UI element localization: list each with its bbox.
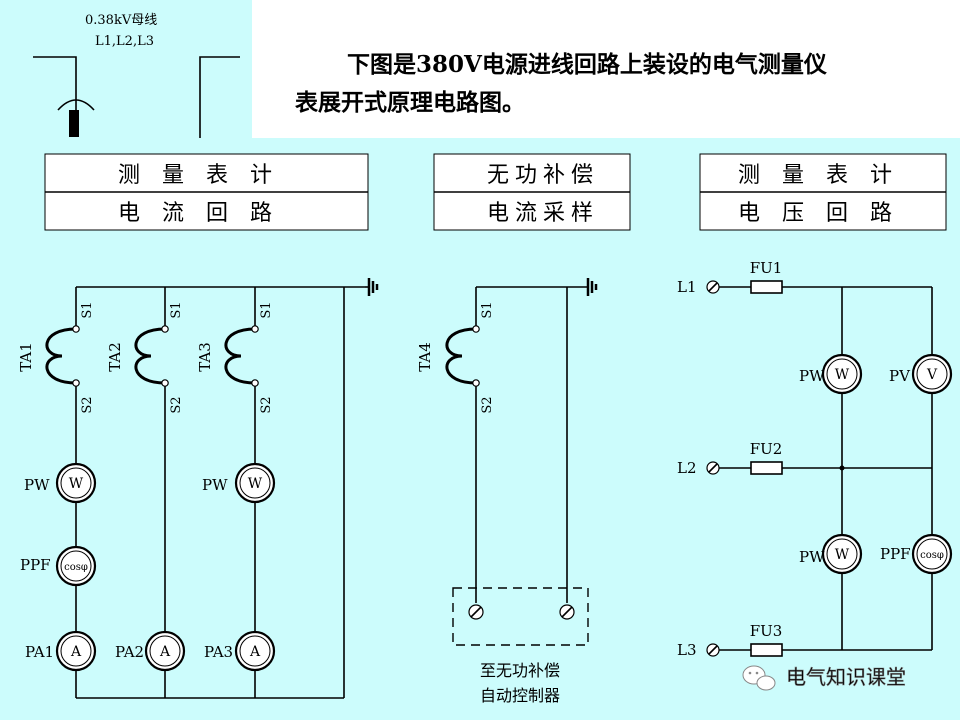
wattmeter-lower-label: PW <box>799 548 825 566</box>
ct-ta1-s2-label: S2 <box>80 396 95 413</box>
fuse-fu2-label: FU2 <box>750 440 783 458</box>
ppf-2-label: PPF <box>880 545 911 563</box>
ammeter-pa2: A <box>144 630 186 672</box>
ammeter-pa1-label: PA1 <box>25 643 54 661</box>
description-line-1: 下图是380V电源进线回路上装设的电气测量仪 <box>347 51 827 78</box>
description-panel <box>252 0 960 138</box>
voltmeter-pv: V <box>911 353 953 395</box>
wattmeter-lower-symbol: W <box>835 547 850 563</box>
ct-ta2-s2-label: S2 <box>169 396 184 413</box>
ppf-2-symbol: cosφ <box>920 550 944 561</box>
controller-label-line2: 自动控制器 <box>480 686 560 705</box>
description-text: 下图是380V电源进线回路上装设的电气测量仪 表展开式原理电路图。 <box>295 46 935 122</box>
wattmeter-pw-lower: W <box>821 533 863 575</box>
current-transformer-ta4 <box>445 325 480 387</box>
wattmeter-upper-label: PW <box>799 367 825 385</box>
ammeter-3-symbol: A <box>249 644 261 660</box>
header-box-metering-current: 测量表计 电流回路 <box>44 153 369 231</box>
phase-l2-label: L2 <box>677 459 697 477</box>
header-metering-current-line1: 测量表计 <box>118 163 294 188</box>
power-factor-meter-ppf-2: cosφ <box>911 533 953 575</box>
fuse-fu3 <box>750 643 783 657</box>
current-transformer-ta3 <box>224 313 259 397</box>
fuse-fu1 <box>750 280 783 294</box>
header-metering-voltage-line1: 测量表计 <box>738 163 914 188</box>
phase-l1-label: L1 <box>677 278 697 296</box>
ct-ta4-s2-label: S2 <box>480 396 495 413</box>
header-metering-current-line2: 电流回路 <box>118 201 294 226</box>
ammeter-pa3-label: PA3 <box>204 643 233 661</box>
header-box-metering-voltage: 测量表计 电压回路 <box>699 153 947 231</box>
wattmeter-1-label: PW <box>24 476 50 494</box>
fuse-fu3-label: FU3 <box>750 622 783 640</box>
phase-terminal-l3 <box>706 643 720 657</box>
header-reactive-line2: 电流采样 <box>487 201 599 226</box>
voltage-circuit-wiring <box>719 286 933 651</box>
voltmeter-symbol: V <box>926 367 938 383</box>
voltmeter-label: PV <box>889 367 911 385</box>
current-transformer-ta1 <box>45 313 80 397</box>
ct-ta4-s1-label: S1 <box>480 301 495 318</box>
wattmeter-3-symbol: W <box>248 476 263 492</box>
phase-terminal-l2 <box>706 461 720 475</box>
busbar-phase-label: L1,L2,L3 <box>95 34 154 49</box>
ct-label-ta3: TA3 <box>196 342 214 372</box>
wattmeter-pw-1: W <box>55 462 97 504</box>
ct-label-ta2: TA2 <box>106 342 124 372</box>
wattmeter-pw-upper: W <box>821 353 863 395</box>
header-reactive-line1: 无功补偿 <box>487 163 599 188</box>
controller-terminal-box <box>452 587 589 646</box>
ct-ta3-s1-label: S1 <box>259 301 274 318</box>
ammeter-pa3: A <box>234 630 276 672</box>
fuse-fu2 <box>750 461 783 475</box>
busbar-voltage-label: 0.38kV母线 <box>85 13 157 28</box>
ground-symbol-1 <box>365 278 379 296</box>
current-transformer-ta2 <box>134 313 169 397</box>
wattmeter-1-symbol: W <box>69 476 84 492</box>
ct-label-ta1: TA1 <box>17 342 35 372</box>
controller-label-line1: 至无功补偿 <box>480 661 560 680</box>
wechat-logo-icon <box>742 665 776 691</box>
ammeter-2-symbol: A <box>159 644 171 660</box>
ct-ta3-s2-label: S2 <box>259 396 274 413</box>
header-metering-voltage-line2: 电压回路 <box>738 201 914 226</box>
ppf-1-symbol: cosφ <box>64 562 88 573</box>
ammeter-pa1: A <box>55 630 97 672</box>
ct-ta1-s1-label: S1 <box>80 301 95 318</box>
description-line-2: 表展开式原理电路图。 <box>295 89 525 116</box>
ppf-1-label: PPF <box>20 556 51 574</box>
ammeter-pa2-label: PA2 <box>115 643 144 661</box>
power-factor-meter-ppf-1: cosφ <box>55 545 97 587</box>
wattmeter-3-label: PW <box>202 476 228 494</box>
fuse-fu1-label: FU1 <box>750 259 783 277</box>
header-box-reactive-sampling: 无功补偿 电流采样 <box>433 153 631 231</box>
watermark-text: 电气知识课堂 <box>786 665 906 689</box>
ammeter-1-symbol: A <box>70 644 82 660</box>
ct-ta2-s1-label: S1 <box>169 301 184 318</box>
busbar-symbol <box>33 56 240 138</box>
ct-label-ta4: TA4 <box>416 342 434 372</box>
wattmeter-pw-3: W <box>234 462 276 504</box>
reactive-circuit-wiring <box>475 286 588 603</box>
ground-symbol-2 <box>586 278 598 296</box>
phase-l3-label: L3 <box>677 641 697 659</box>
phase-terminal-l1 <box>706 280 720 294</box>
wattmeter-upper-symbol: W <box>835 367 850 383</box>
current-circuit-wiring <box>75 286 365 699</box>
